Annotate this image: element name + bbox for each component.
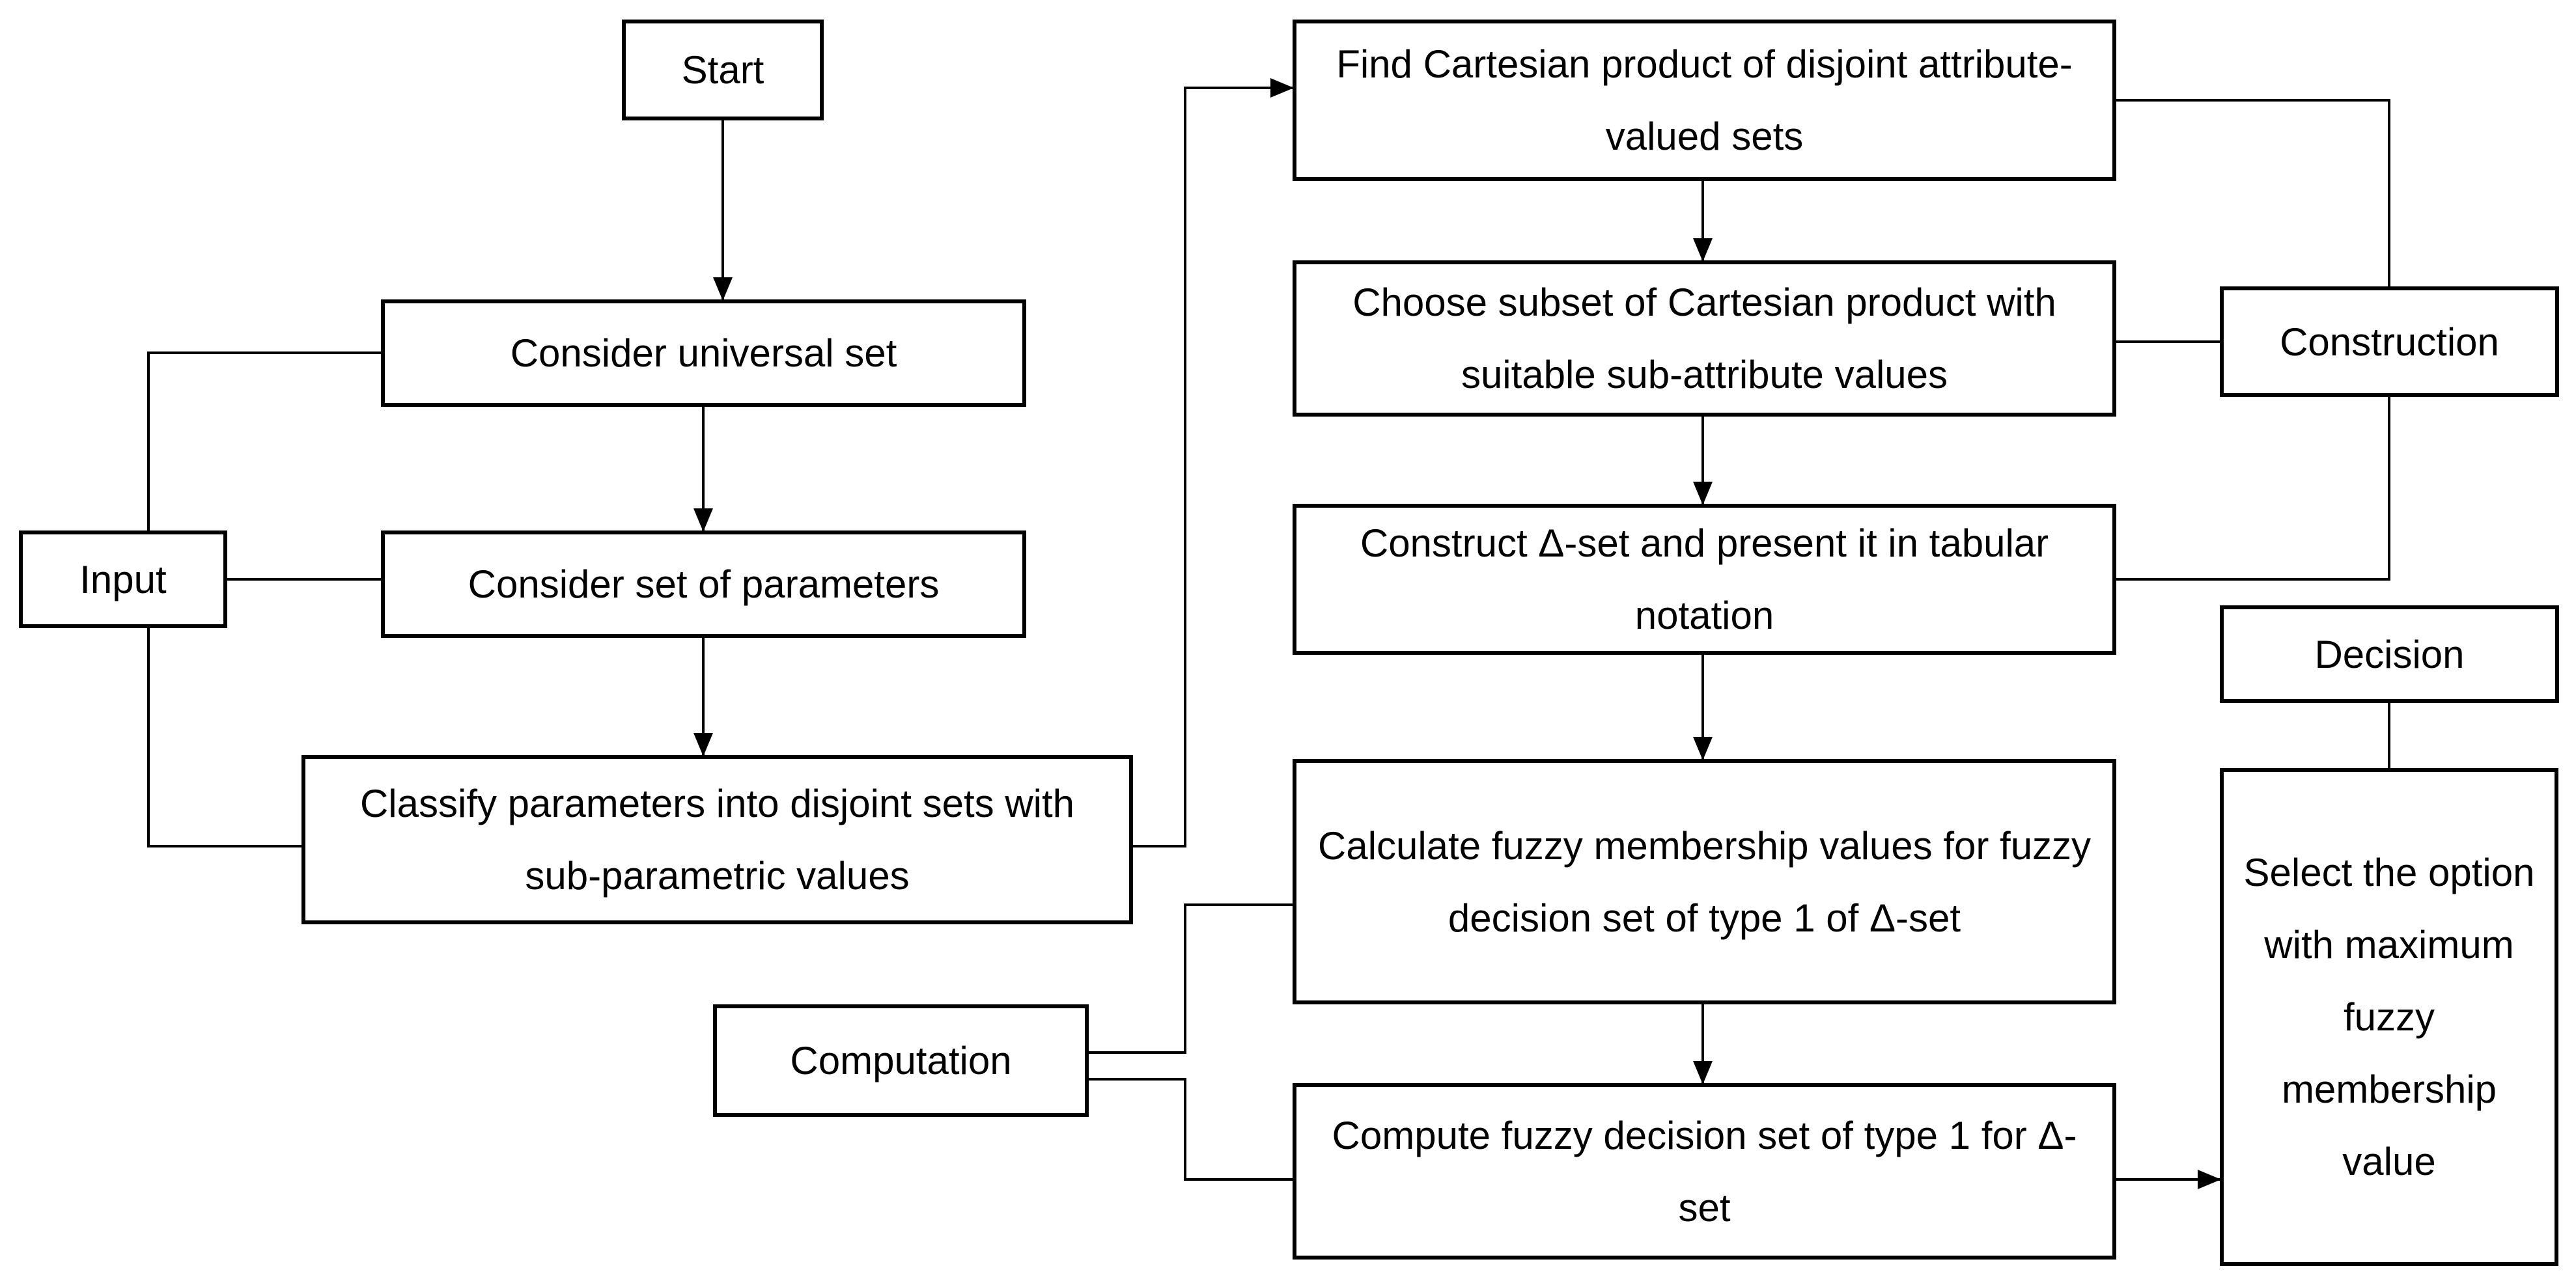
edge-computation-to-calculate — [1089, 903, 1293, 1054]
node-construction-label-box: Construction — [2220, 286, 2559, 397]
edge-construction-to-delta — [2116, 397, 2390, 581]
node-calculate-fuzzy-membership: Calculate fuzzy membership values for fu… — [1293, 759, 2116, 1004]
node-select-option: Select the option with maximum fuzzy mem… — [2220, 768, 2558, 1266]
edge-construction-to-cartesian — [2110, 99, 2390, 286]
edge-input-to-classify — [147, 628, 301, 847]
node-classify-parameters-label: Classify parameters into disjoint sets w… — [359, 782, 1075, 898]
node-start: Start — [622, 20, 824, 120]
node-compute-fuzzy-decision-set-label: Compute fuzzy decision set of type 1 for… — [1332, 1113, 2077, 1230]
node-find-cartesian-product-label: Find Cartesian product of disjoint attri… — [1336, 42, 2073, 158]
node-computation-label: Computation — [790, 1039, 1012, 1082]
edge-computation-to-compute — [1089, 1078, 1293, 1181]
node-start-label: Start — [681, 48, 764, 92]
node-classify-parameters: Classify parameters into disjoint sets w… — [301, 755, 1133, 924]
node-choose-subset-label: Choose subset of Cartesian product with … — [1352, 281, 2056, 396]
node-consider-universal-set-label: Consider universal set — [510, 331, 897, 375]
node-consider-set-of-parameters: Consider set of parameters — [381, 530, 1026, 638]
node-compute-fuzzy-decision-set: Compute fuzzy decision set of type 1 for… — [1293, 1083, 2116, 1260]
node-construction-label: Construction — [2280, 320, 2499, 364]
node-choose-subset: Choose subset of Cartesian product with … — [1293, 260, 2116, 417]
node-input-label-box: Input — [19, 530, 227, 628]
node-decision-label: Decision — [2314, 632, 2465, 676]
node-find-cartesian-product: Find Cartesian product of disjoint attri… — [1293, 20, 2116, 181]
edge-classify-to-cartesian — [1133, 78, 1294, 847]
edge-input-to-universal — [147, 351, 381, 530]
node-construct-delta-set-label: Construct Δ-set and present it in tabula… — [1360, 521, 2049, 637]
node-decision-label-box: Decision — [2220, 605, 2559, 703]
node-computation-label-box: Computation — [713, 1004, 1089, 1117]
node-calculate-fuzzy-membership-label: Calculate fuzzy membership values for fu… — [1317, 823, 2092, 940]
node-consider-universal-set: Consider universal set — [381, 299, 1026, 407]
node-consider-set-of-parameters-label: Consider set of parameters — [468, 562, 940, 606]
node-select-option-label: Select the option with maximum fuzzy mem… — [2243, 851, 2535, 1183]
node-input-label: Input — [79, 557, 167, 601]
node-construct-delta-set: Construct Δ-set and present it in tabula… — [1293, 504, 2116, 655]
